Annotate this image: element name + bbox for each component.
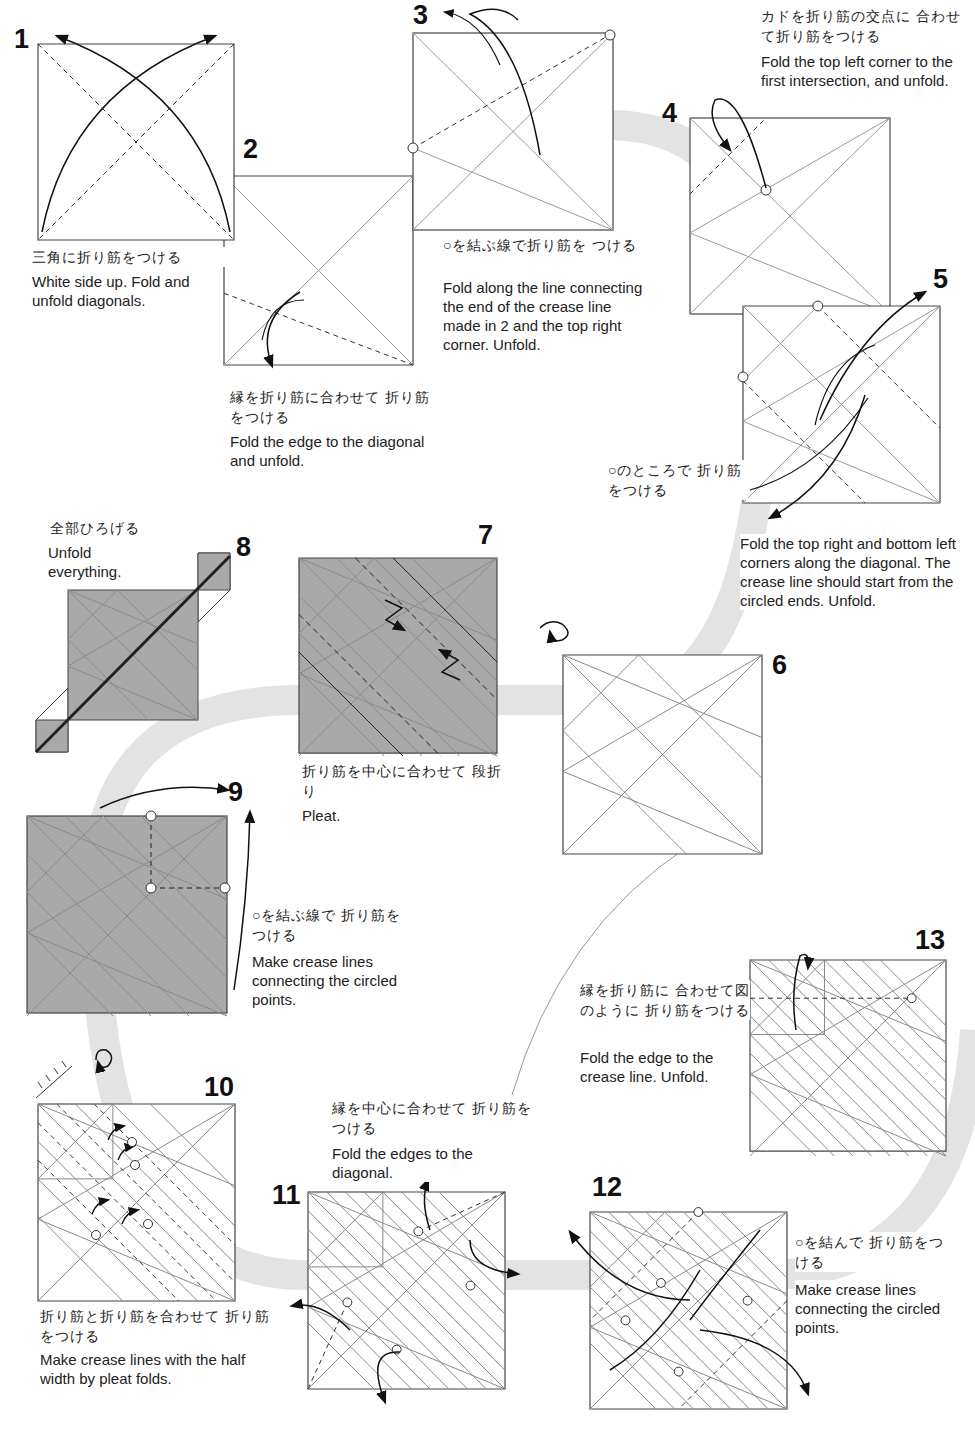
english-instruction: White side up. Fold and unfold diagonals…	[32, 272, 222, 310]
step-number: 10	[204, 1072, 234, 1102]
step-13	[750, 955, 946, 1157]
japanese-instruction: 縁を折り筋に合わせて 折り筋をつける	[230, 387, 430, 427]
step-5	[738, 292, 940, 518]
english-instruction: Unfold everything.	[48, 543, 168, 581]
english-instruction: Fold the edges to the diagonal.	[332, 1144, 532, 1182]
step-2	[224, 176, 413, 366]
step-number: 7	[478, 520, 493, 550]
step-number: 11	[272, 1180, 301, 1210]
step-8	[36, 553, 230, 752]
english-instruction: Fold along the line connecting the end o…	[443, 278, 648, 354]
english-instruction: Fold the top left corner to the first in…	[761, 52, 971, 90]
step-12	[570, 1208, 808, 1409]
japanese-instruction: 三角に折り筋をつける	[32, 247, 232, 267]
step-number: 5	[933, 264, 948, 294]
step-6	[563, 655, 762, 854]
english-instruction: Make crease lines connecting the circled…	[252, 952, 412, 1009]
japanese-instruction: 全部ひろげる	[50, 518, 200, 538]
japanese-instruction: カドを折り筋の交点に 合わせて折り筋をつける	[761, 6, 971, 46]
step-4	[690, 99, 890, 314]
step-number: 9	[228, 777, 243, 807]
step-10	[36, 1061, 235, 1301]
step-number: 6	[772, 650, 787, 680]
japanese-instruction: 折り筋を中心に合わせて 段折り	[302, 761, 512, 801]
english-instruction: Fold the top right and bottom left corne…	[740, 534, 965, 610]
japanese-instruction: 縁を中心に合わせて 折り筋をつける	[332, 1098, 532, 1138]
step-3	[408, 9, 615, 230]
english-instruction: Fold the edge to the diagonal and unfold…	[230, 432, 425, 470]
english-instruction: Pleat.	[302, 806, 422, 825]
step-7	[299, 558, 497, 756]
step-9	[27, 787, 250, 1016]
japanese-instruction: ○を結ぶ線で折り筋を つける	[443, 235, 643, 255]
japanese-instruction: ○のところで 折り筋をつける	[608, 460, 748, 500]
step-1	[38, 36, 234, 240]
step-number: 1	[14, 24, 29, 54]
japanese-instruction: 縁を折り筋に 合わせて図のように 折り筋をつける	[580, 980, 750, 1020]
step-11	[292, 1180, 518, 1402]
step-number: 13	[915, 925, 945, 955]
step-number: 8	[236, 532, 251, 562]
step-number: 4	[662, 98, 677, 128]
japanese-instruction: ○を結ぶ線で 折り筋をつける	[252, 905, 412, 945]
english-instruction: Fold the edge to the crease line. Unfold…	[580, 1048, 745, 1086]
japanese-instruction: ○を結んで 折り筋をつける	[795, 1232, 955, 1272]
step-number: 2	[243, 134, 258, 164]
english-instruction: Make crease lines connecting the circled…	[795, 1280, 960, 1337]
step-number: 3	[413, 0, 428, 30]
step-number: 12	[592, 1172, 622, 1202]
japanese-instruction: 折り筋と折り筋を合わせて 折り筋をつける	[40, 1306, 280, 1346]
english-instruction: Make crease lines with the half width by…	[40, 1350, 280, 1388]
